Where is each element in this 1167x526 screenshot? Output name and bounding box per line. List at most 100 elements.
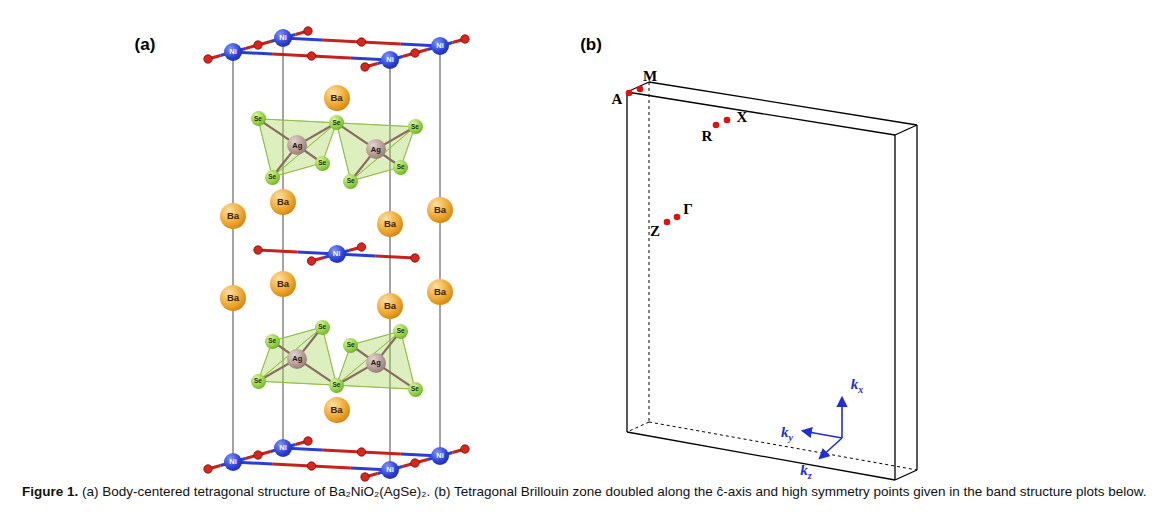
atom-symbol: Ba xyxy=(227,293,239,303)
atom-symbol: Se xyxy=(333,382,341,389)
atom-symbol: Se xyxy=(347,178,355,185)
atom-symbol: Ba xyxy=(330,93,342,103)
oxygen-atom xyxy=(307,462,315,470)
barium-atom: Ba xyxy=(324,397,350,423)
atom-symbol: Se xyxy=(411,386,419,393)
barium-atom: Ba xyxy=(220,285,246,311)
unit-cell-edge xyxy=(233,38,440,60)
selenium-atom: Se xyxy=(251,374,266,389)
nickel-atom: Ni xyxy=(224,43,242,61)
figure-caption: Figure 1. (a) Body-centered tetragonal s… xyxy=(22,482,1147,501)
axis-arrow xyxy=(803,431,842,438)
atom-symbol: Se xyxy=(411,124,419,131)
ni-o-bond xyxy=(312,466,351,468)
symmetry-point xyxy=(713,122,720,129)
selenium-atom: Se xyxy=(343,338,358,353)
atom-symbol: Se xyxy=(397,164,405,171)
polyhedron-face xyxy=(258,327,337,385)
barium-atom: Ba xyxy=(270,189,296,215)
oxygen-atom xyxy=(357,38,365,46)
zone-edge xyxy=(916,125,917,470)
atom-symbol: Ba xyxy=(434,205,446,215)
selenium-atom: Se xyxy=(315,156,330,171)
barium-atom: Ba xyxy=(427,279,453,305)
atom-symbol: Ba xyxy=(384,301,396,311)
atom-symbol: Ag xyxy=(292,142,302,150)
zone-edge xyxy=(895,470,917,480)
unit-cell-edge xyxy=(233,448,440,470)
polyhedron-face xyxy=(337,123,416,181)
atom-symbol: Ag xyxy=(371,146,381,154)
atom-symbol: Ni xyxy=(436,42,444,50)
ni-o-bond xyxy=(272,464,311,466)
barium-atom: Ba xyxy=(270,271,296,297)
axis-label: ky xyxy=(781,425,793,443)
oxygen-atom xyxy=(411,49,419,57)
atom-symbol: Se xyxy=(347,342,355,349)
symmetry-point xyxy=(664,219,671,226)
zone-edge xyxy=(626,92,627,432)
nickel-atom: Ni xyxy=(328,245,346,263)
panel-label: (a) xyxy=(135,36,156,53)
barium-atom: Ba xyxy=(220,203,246,229)
atom-symbol: Se xyxy=(268,174,276,181)
oxygen-atom xyxy=(461,445,469,453)
oxygen-atom xyxy=(411,254,419,262)
symmetry-point xyxy=(724,117,731,124)
oxygen-atom xyxy=(254,451,262,459)
zone-edge xyxy=(627,432,895,480)
ni-o-bond xyxy=(322,450,361,452)
atom-symbol: Ni xyxy=(229,48,237,56)
silver-atom: Ag xyxy=(287,135,307,155)
zone-edge xyxy=(627,92,895,135)
zone-edge xyxy=(649,82,917,125)
atom-symbol: Ni xyxy=(279,444,287,452)
ni-o-bond xyxy=(362,452,401,454)
ni-o-bond xyxy=(362,42,401,44)
oxygen-atom xyxy=(357,448,365,456)
polyhedron-face xyxy=(272,123,336,177)
zone-edge xyxy=(895,125,917,135)
point-label: X xyxy=(737,110,748,125)
atom-symbol: Ag xyxy=(292,355,302,363)
nickel-atom: Ni xyxy=(431,447,449,465)
nickel-atom: Ni xyxy=(381,461,399,479)
barium-atom: Ba xyxy=(377,211,403,237)
atom-symbol: Ba xyxy=(434,287,446,297)
oxygen-atom xyxy=(304,27,312,35)
axis-label: kz xyxy=(800,463,811,481)
point-label: R xyxy=(702,129,713,144)
unit-cell-edge xyxy=(233,52,234,462)
panel-label: (b) xyxy=(580,36,602,53)
oxygen-atom xyxy=(361,473,369,481)
selenium-atom: Se xyxy=(251,111,266,126)
hidden-zone-edge xyxy=(649,422,917,470)
hidden-zone-edge xyxy=(649,82,650,422)
selenium-atom: Se xyxy=(408,119,423,134)
nickel-atom: Ni xyxy=(224,453,242,471)
selenium-atom: Se xyxy=(329,115,344,130)
brillouin-zone xyxy=(626,82,917,480)
atom-symbol: Se xyxy=(318,324,326,331)
atom-symbol: Se xyxy=(268,338,276,345)
oxygen-atom xyxy=(361,63,369,71)
crystal-structure xyxy=(204,27,469,481)
hidden-zone-edge xyxy=(627,422,649,432)
unit-cell-edge xyxy=(390,60,391,470)
silver-atom: Ag xyxy=(287,349,307,369)
point-label: Γ xyxy=(683,202,693,217)
oxygen-atom xyxy=(204,465,212,473)
oxygen-atom xyxy=(461,35,469,43)
selenium-atom: Se xyxy=(343,174,358,189)
oxygen-atom xyxy=(411,459,419,467)
atom-symbol: Ni xyxy=(386,56,394,64)
atom-symbol: Ba xyxy=(227,211,239,221)
symmetry-point xyxy=(637,86,644,93)
atom-symbol: Se xyxy=(318,160,326,167)
polyhedron-face xyxy=(258,119,337,177)
nickel-atom: Ni xyxy=(274,29,292,47)
symmetry-point xyxy=(626,90,633,97)
axis-arrow xyxy=(820,438,842,458)
